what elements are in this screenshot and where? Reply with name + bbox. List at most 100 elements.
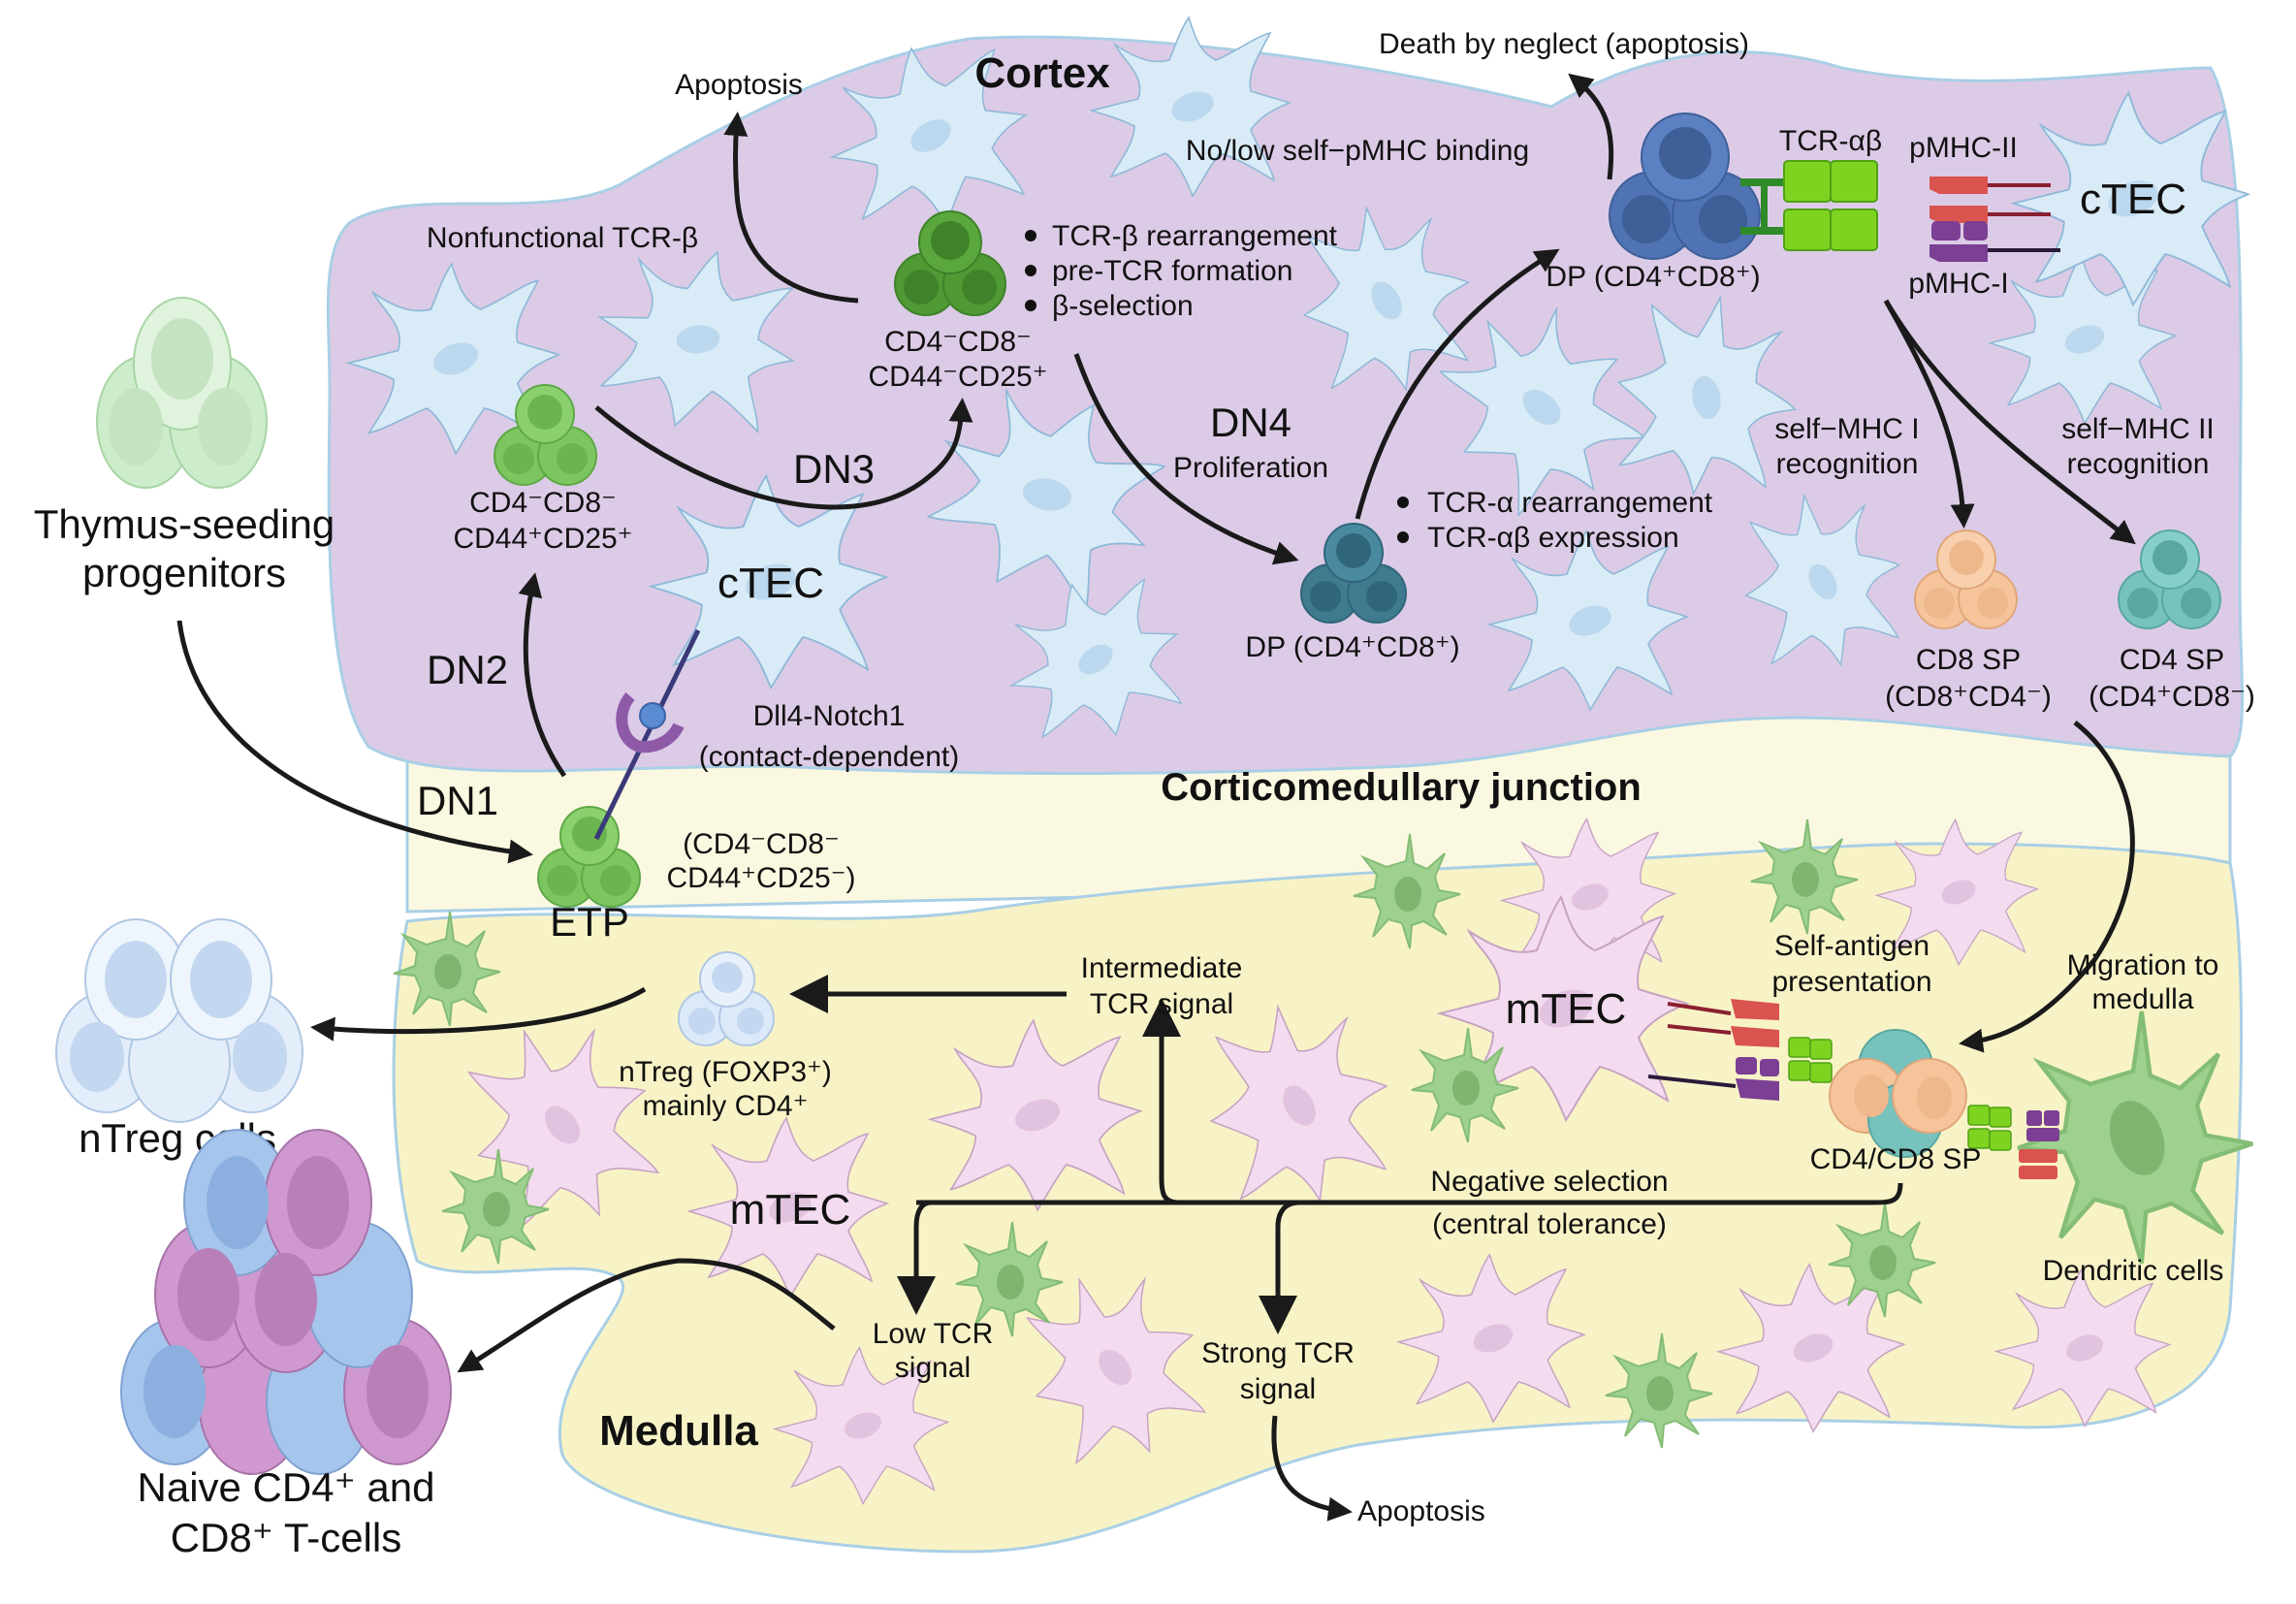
dendritic-cell-large (2017, 1011, 2253, 1265)
dp-lower-cells (1300, 523, 1407, 624)
arrow-dp-to-cd4sp (1883, 299, 2136, 545)
tcr-ab-receptor-icon (1740, 160, 1878, 251)
no-low-binding-label: No/low self−pMHC binding (1186, 135, 1529, 167)
etp-markers-1: (CD4⁻CD8⁻ (683, 828, 840, 860)
migration-label-2: medulla (2091, 983, 2193, 1015)
ctec-left-label: cTEC (718, 560, 824, 607)
arrow-dn3-to-apoptosis (723, 112, 859, 304)
dn3-bullet-list: TCR-β rearrangement pre-TCR formation β-… (1025, 220, 1338, 322)
dll4-ligand-icon (639, 702, 666, 729)
progenitor-cells (96, 297, 268, 489)
notch-stalk (593, 628, 701, 841)
notch-receptor-icon (616, 692, 685, 754)
dn3-bullet-2: pre-TCR formation (1052, 255, 1292, 287)
dn4-sub-label: Proliferation (1173, 452, 1328, 484)
self-antigen-label-1: Self-antigen (1774, 930, 1929, 962)
dn3-label: DN3 (793, 446, 875, 492)
negative-selection-line (913, 1182, 1903, 1205)
dn1-label: DN1 (417, 778, 498, 823)
dn3-cells (894, 210, 1006, 316)
dp-bullet-2: TCR-αβ expression (1427, 522, 1679, 554)
etp-cells (537, 806, 641, 908)
strong-tcr-label-1: Strong TCR (1201, 1337, 1355, 1369)
dll4-label-2: (contact-dependent) (699, 741, 960, 773)
self-mhc-i-label-1: self−MHC I (1774, 413, 1919, 445)
dp-upper-label: DP (CD4⁺CD8⁺) (1546, 261, 1760, 293)
migration-label-1: Migration to (2067, 949, 2219, 981)
pmhc-ii-label: pMHC-II (1909, 132, 2018, 164)
arrow-ntreg-to-output (310, 986, 647, 1042)
dendritic-label: Dendritic cells (2043, 1255, 2224, 1287)
progenitors-label: Thymus-seeding (34, 501, 335, 547)
arrow-dn3-to-dp (1073, 353, 1299, 565)
mtec-pmhc-ii-icon (1667, 999, 1779, 1047)
dn2-label: DN2 (427, 647, 508, 692)
naive-t-cells-label-2: CD8⁺ T-cells (171, 1515, 401, 1560)
dn3-markers-1: CD4⁻CD8⁻ (884, 326, 1032, 358)
self-mhc-ii-label-1: self−MHC II (2061, 413, 2215, 445)
etp-label: ETP (550, 899, 629, 945)
tcr-ab-label: TCR-αβ (1779, 125, 1882, 157)
sp-tcr-icon (1788, 1037, 1833, 1083)
arrow-etp-to-dn2 (518, 572, 567, 778)
apoptosis-bottom-label: Apoptosis (1357, 1495, 1485, 1527)
arrow-low-to-naive (457, 1258, 836, 1373)
naive-t-cells (120, 1129, 452, 1475)
dp-upper-cells (1609, 112, 1761, 260)
low-tcr-label-2: signal (895, 1352, 971, 1384)
intermediate-label-2: TCR signal (1090, 988, 1233, 1020)
etp-markers-2: CD44⁺CD25⁻) (666, 862, 855, 894)
arrow-dn2-to-dn3 (594, 398, 973, 510)
negative-selection-label-1: Negative selection (1430, 1166, 1668, 1198)
junction-title: Corticomedullary junction (1161, 766, 1642, 809)
arrow-to-intermediate (1142, 998, 1181, 1205)
intermediate-label-1: Intermediate (1081, 952, 1243, 984)
cd4sp-cells (2118, 529, 2221, 629)
mtec-right-label: mTEC (1506, 985, 1627, 1033)
naive-t-cells-label-1: Naive CD4⁺ and (138, 1464, 435, 1510)
dn2-markers-1: CD4⁻CD8⁻ (469, 487, 617, 519)
cd8sp-cells (1914, 529, 2018, 629)
cd8sp-label-1: CD8 SP (1916, 644, 2021, 676)
cd4sp-label-1: CD4 SP (2120, 644, 2224, 676)
pmhc-i-icon (1929, 221, 2060, 262)
dn3-bullet-3: β-selection (1052, 290, 1194, 322)
pmhc-ii-icon (1929, 176, 2051, 223)
ntreg-medulla-cells (678, 951, 775, 1046)
dn4-label: DN4 (1210, 400, 1292, 445)
arrow-progenitors-to-etp (176, 620, 533, 864)
ntreg-medulla-label-1: nTreg (FOXP3⁺) (619, 1056, 832, 1088)
self-antigen-label-2: presentation (1771, 966, 1931, 998)
dn3-markers-2: CD44⁻CD25⁺ (868, 361, 1047, 393)
cortex-title: Cortex (974, 49, 1110, 97)
apoptosis-top-label: Apoptosis (675, 69, 803, 101)
pmhc-i-label: pMHC-I (1908, 268, 2008, 300)
negative-selection-label-2: (central tolerance) (1432, 1208, 1667, 1240)
arrow-strong-to-apoptosis (1271, 1415, 1353, 1522)
dp-bullet-1: TCR-α rearrangement (1427, 487, 1713, 519)
ntreg-output-cells (55, 918, 303, 1123)
sp-medulla-label: CD4/CD8 SP (1810, 1143, 1982, 1175)
arrow-to-strong (1259, 1200, 1300, 1334)
progenitors-label-2: progenitors (82, 550, 286, 595)
cd4-cd8-sp-cells (1829, 1029, 1967, 1158)
mtec-left-label: mTEC (730, 1186, 851, 1234)
self-mhc-ii-label-2: recognition (2067, 448, 2210, 480)
cd8sp-label-2: (CD8⁺CD4⁻) (1885, 681, 2052, 713)
dn2-markers-2: CD44⁺CD25⁺ (453, 523, 632, 555)
arrow-to-low (897, 1200, 936, 1315)
strong-tcr-label-2: signal (1240, 1373, 1316, 1405)
dn3-bullet-1: TCR-β rearrangement (1052, 220, 1338, 252)
ctec-right-label: cTEC (2080, 176, 2186, 223)
dp-lower-label: DP (CD4⁺CD8⁺) (1245, 631, 1459, 663)
arrow-dp-to-death (1568, 73, 1614, 180)
sp-tcr-icon-2 (1967, 1105, 2012, 1151)
low-tcr-label-1: Low TCR (873, 1318, 993, 1350)
dc-pmhc-icons (2019, 1110, 2059, 1179)
medulla-title: Medulla (599, 1407, 758, 1455)
arrow-migration-to-medulla (1959, 721, 2135, 1053)
dll4-label-1: Dll4-Notch1 (753, 700, 906, 732)
nonfunctional-label: Nonfunctional TCR-β (427, 222, 698, 254)
ntreg-medulla-label-2: mainly CD4⁺ (643, 1090, 809, 1122)
